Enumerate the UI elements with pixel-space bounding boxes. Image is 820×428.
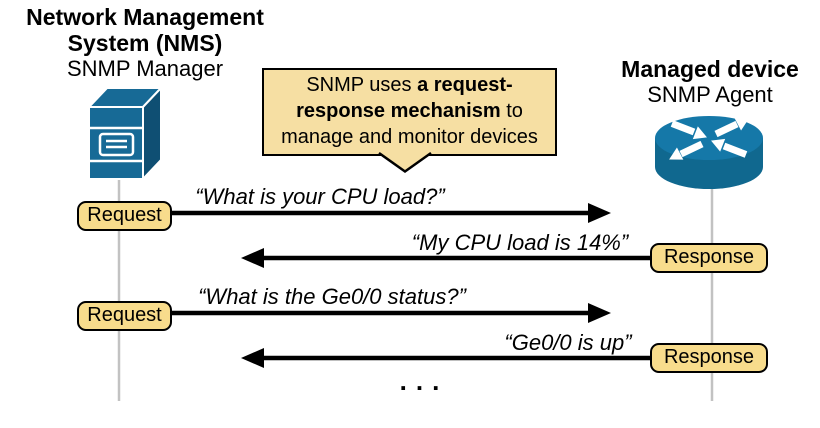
- response-label: Response: [650, 343, 768, 373]
- nms-title: Network Management System (NMS): [10, 4, 280, 56]
- response-arrow-2: [241, 348, 652, 368]
- request-label: Request: [77, 201, 172, 231]
- callout-tail: [378, 151, 432, 174]
- router-icon: [655, 116, 763, 189]
- callout-note: SNMP uses a request-response mechanism t…: [262, 68, 557, 156]
- nms-title-line1: Network Management: [26, 4, 264, 30]
- response-label: Response: [650, 243, 768, 273]
- callout-text-before: SNMP uses: [306, 74, 418, 96]
- message-text: “My CPU load is 14%”: [411, 230, 629, 255]
- request-label: Request: [77, 301, 172, 331]
- nms-title-line2: System (NMS): [67, 30, 223, 56]
- server-icon: [86, 85, 164, 182]
- request-arrow-1: [171, 203, 611, 223]
- message-text: “What is your CPU load?”: [195, 184, 445, 209]
- response-arrow-1: [241, 248, 652, 268]
- request-arrow-2: [171, 303, 611, 323]
- device-subtitle: SNMP Agent: [647, 82, 773, 107]
- device-title: Managed device: [621, 56, 799, 82]
- continuation-ellipsis: ...: [399, 366, 449, 396]
- callout-text-bold: a request-response mechanism: [296, 74, 513, 122]
- callout-text-after: to manage and monitor devices: [281, 100, 538, 148]
- nms-subtitle: SNMP Manager: [66, 56, 224, 81]
- message-text: “Ge0/0 is up”: [504, 330, 632, 355]
- message-text: “What is the Ge0/0 status?”: [198, 284, 466, 309]
